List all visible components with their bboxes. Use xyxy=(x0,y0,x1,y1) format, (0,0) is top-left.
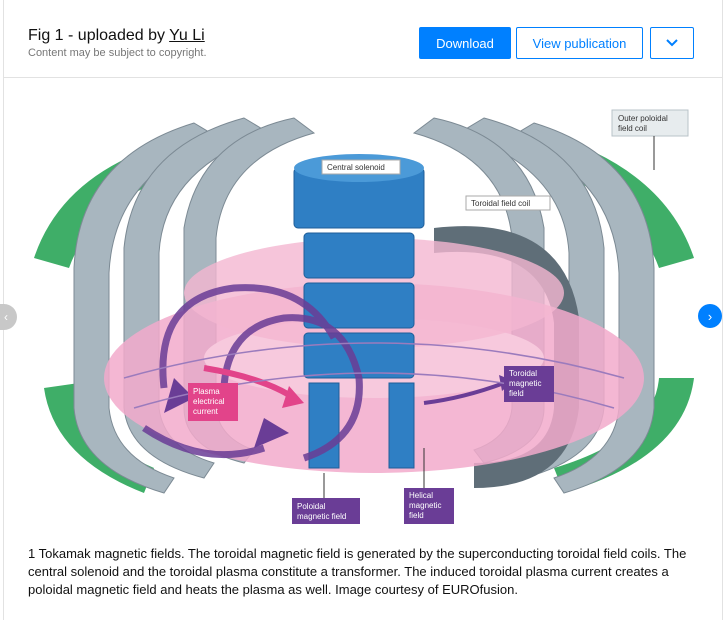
figure-title: Fig 1 - uploaded by Yu Li xyxy=(28,27,205,45)
svg-text:current: current xyxy=(193,407,219,416)
figure-viewer: Fig 1 - uploaded by Yu Li Content may be… xyxy=(3,0,723,620)
label-outer-poloidal: Outer poloidal field coil xyxy=(611,109,689,170)
chevron-right-icon: › xyxy=(707,308,713,324)
svg-text:field: field xyxy=(409,511,424,520)
svg-text:Toroidal: Toroidal xyxy=(509,369,537,378)
poloidal-arrows xyxy=(142,284,363,462)
view-publication-button[interactable]: View publication xyxy=(516,27,643,59)
svg-text:Helical: Helical xyxy=(409,491,433,500)
figure-title-prefix: Fig 1 - uploaded by xyxy=(28,27,170,44)
copyright-notice: Content may be subject to copyright. xyxy=(28,47,207,59)
label-toroidal-coil: Toroidal field coil xyxy=(465,195,551,211)
label-plasma-current: Plasma electrical current xyxy=(188,383,238,421)
label-toroidal-field: Toroidal magnetic field xyxy=(504,366,554,402)
label-helical-field: Helical magnetic field xyxy=(404,448,454,524)
svg-text:magnetic field: magnetic field xyxy=(297,512,346,521)
toroidal-field-arrow xyxy=(423,381,505,405)
download-button[interactable]: Download xyxy=(419,27,511,59)
chevron-left-icon: ‹ xyxy=(4,310,8,324)
svg-text:Toroidal field coil: Toroidal field coil xyxy=(471,199,530,208)
svg-text:magnetic: magnetic xyxy=(509,379,541,388)
helical-field-line xyxy=(123,342,625,379)
svg-text:Central solenoid: Central solenoid xyxy=(327,163,385,172)
svg-text:field coil: field coil xyxy=(618,124,647,133)
label-poloidal-field: Poloidal magnetic field xyxy=(292,473,360,524)
figure-caption: 1 Tokamak magnetic fields. The toroidal … xyxy=(28,546,687,597)
svg-text:electrical: electrical xyxy=(193,397,225,406)
figure-header: Fig 1 - uploaded by Yu Li Content may be… xyxy=(4,0,722,78)
tokamak-illustration: Outer poloidal field coil Central soleno… xyxy=(34,109,694,524)
uploader-link[interactable]: Yu Li xyxy=(169,27,205,44)
svg-text:magnetic: magnetic xyxy=(409,501,441,510)
figure-image: Outer poloidal field coil Central soleno… xyxy=(4,78,722,538)
label-central-solenoid: Central solenoid xyxy=(321,159,401,175)
svg-text:Plasma: Plasma xyxy=(193,387,220,396)
svg-text:field: field xyxy=(509,389,524,398)
svg-text:Poloidal: Poloidal xyxy=(297,502,326,511)
next-figure-button[interactable]: › xyxy=(698,304,722,328)
more-options-button[interactable] xyxy=(650,27,694,59)
chevron-down-icon xyxy=(666,39,678,47)
svg-text:Outer poloidal: Outer poloidal xyxy=(618,114,668,123)
previous-figure-button[interactable]: ‹ xyxy=(0,304,17,330)
central-solenoid xyxy=(293,167,425,469)
